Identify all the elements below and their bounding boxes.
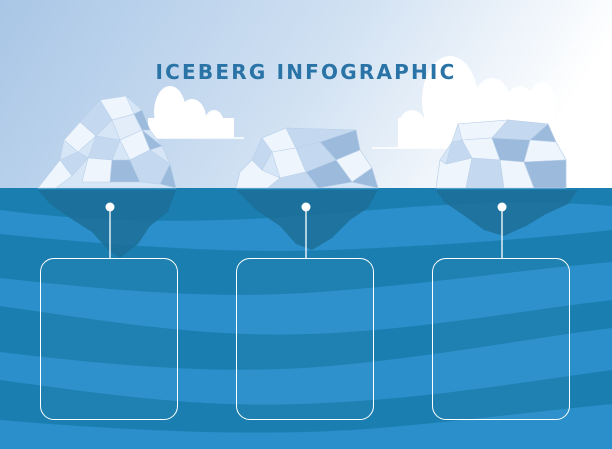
underwater-iceberg-right bbox=[436, 190, 578, 236]
infographic-title: ICEBERG INFOGRAPHIC bbox=[155, 60, 457, 84]
connector-dot-1 bbox=[105, 202, 115, 212]
underwater-iceberg-middle bbox=[236, 190, 378, 250]
right-iceberg bbox=[435, 119, 567, 189]
info-box-2 bbox=[236, 258, 374, 420]
connector-1 bbox=[105, 202, 115, 258]
underwater-iceberg-left bbox=[38, 190, 176, 258]
info-box-1 bbox=[40, 258, 178, 420]
connector-dot-3 bbox=[497, 202, 507, 212]
connector-2 bbox=[301, 202, 311, 258]
cloud-left bbox=[148, 86, 244, 139]
info-box-3 bbox=[432, 258, 570, 420]
connector-3 bbox=[497, 202, 507, 258]
left-iceberg bbox=[37, 95, 177, 189]
middle-iceberg bbox=[235, 127, 379, 189]
connector-dot-2 bbox=[301, 202, 311, 212]
